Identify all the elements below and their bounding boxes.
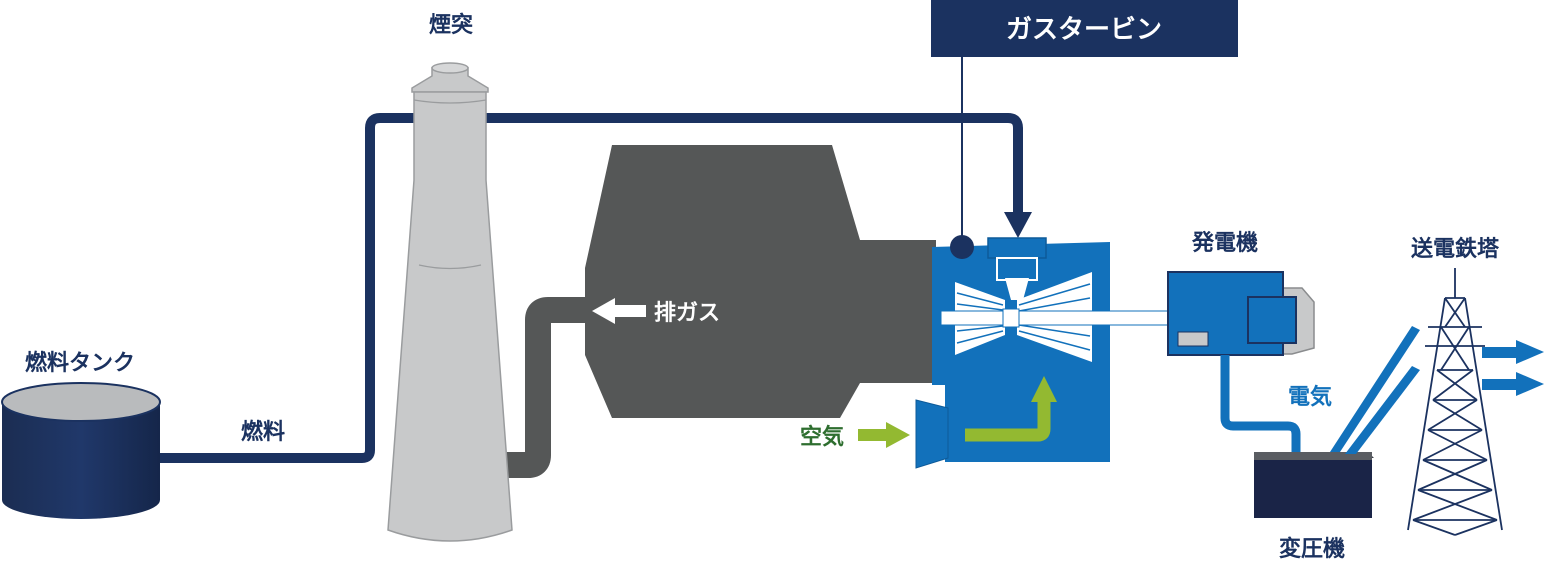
air-arrow-head	[886, 422, 910, 448]
exhaust-heat-recovery-unit	[585, 145, 936, 418]
fuel-arrow-head	[1004, 212, 1032, 238]
air-arrow-shaft	[858, 429, 888, 441]
air-intake	[915, 399, 949, 469]
transmission-tower	[1407, 268, 1503, 536]
fuel-tank	[1, 382, 161, 519]
chimney-label: 煙突	[429, 12, 473, 37]
transmission-line-upper	[1330, 326, 1420, 452]
output-arrow-2-head	[1516, 372, 1544, 396]
output-arrow-1-head	[1516, 340, 1544, 364]
output-arrow-1-shaft	[1482, 347, 1518, 358]
transformer-label: 変圧機	[1279, 536, 1345, 561]
electric-cable	[1220, 355, 1301, 454]
transmission-tower-label: 送電鉄塔	[1411, 236, 1500, 261]
transmission-line-lower	[1345, 366, 1420, 454]
fuel-label: 燃料	[241, 419, 285, 444]
gas-turbine-label-box	[931, 0, 1238, 57]
exhaust-duct	[505, 297, 590, 478]
generator-label: 発電機	[1191, 230, 1258, 255]
fuel-pipe	[160, 113, 1023, 463]
gas-turbine-label: ガスタービン	[1006, 14, 1162, 44]
gas-turbine-unit	[915, 237, 1174, 469]
exhaust-gas-label: 排ガス	[654, 300, 720, 325]
transformer	[1254, 452, 1374, 518]
exhaust-arrow-head	[592, 298, 615, 324]
air-label: 空気	[800, 424, 844, 449]
output-arrow-2-shaft	[1482, 379, 1518, 390]
gas-turbine-pointer-dot	[950, 235, 974, 259]
generator	[1167, 271, 1315, 356]
chimney	[387, 62, 513, 542]
fuel-tank-label: 燃料タンク	[25, 350, 135, 375]
exhaust-arrow-shaft	[612, 305, 646, 317]
electricity-label: 電気	[1288, 384, 1332, 409]
